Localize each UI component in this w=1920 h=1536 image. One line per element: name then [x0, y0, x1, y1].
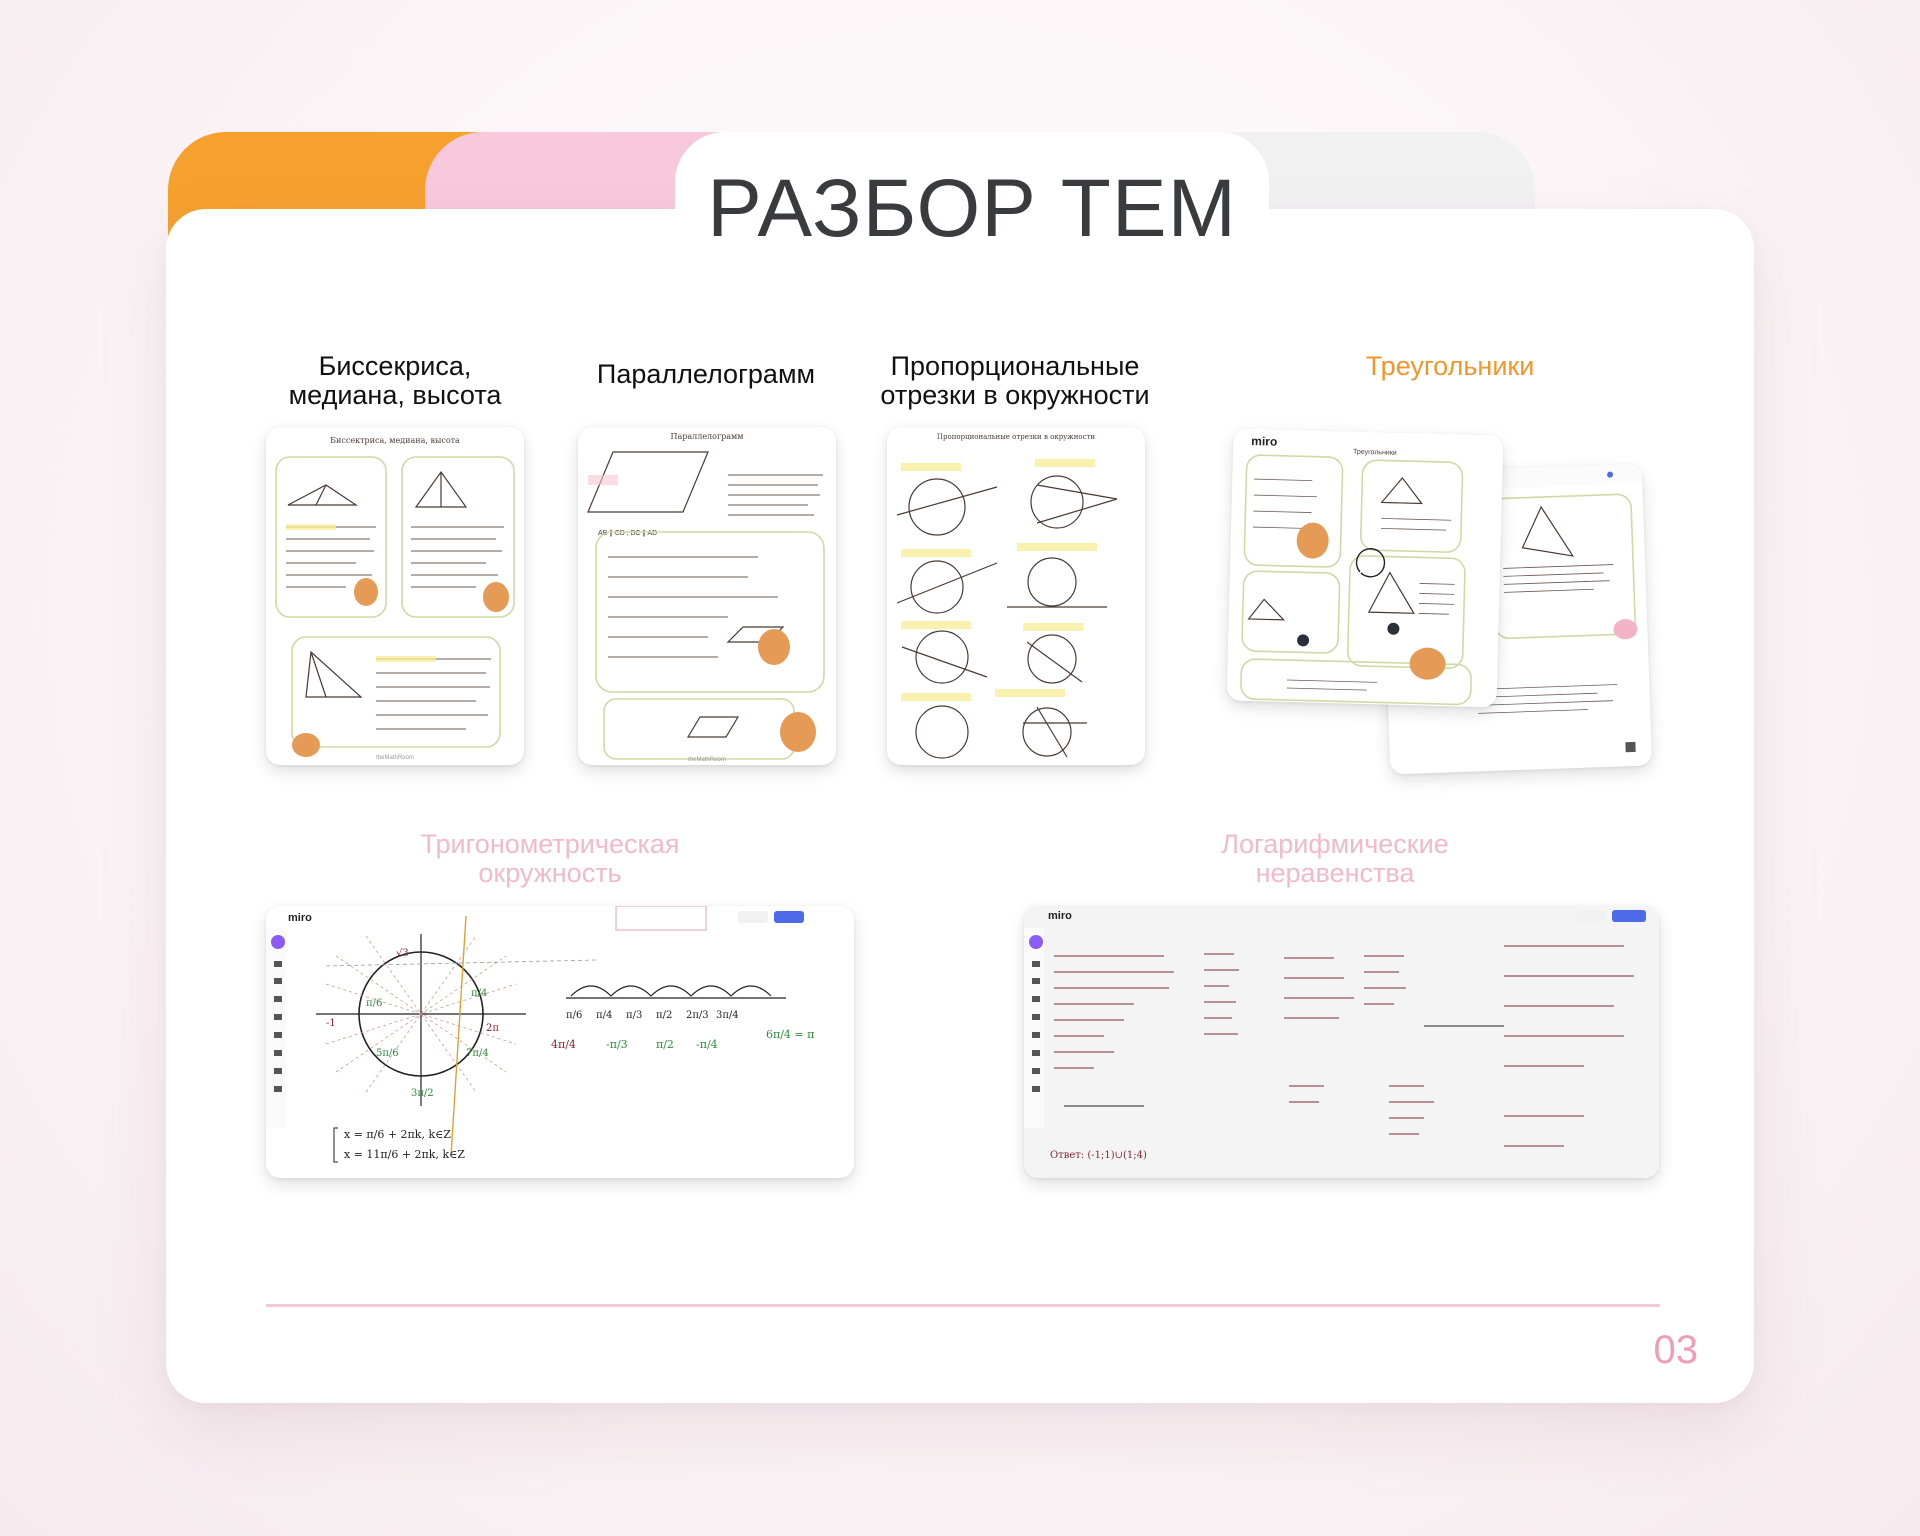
svg-text:4π/4: 4π/4	[551, 1038, 576, 1051]
svg-text:-1: -1	[326, 1018, 336, 1029]
thumb-heading: Пропорциональные отрезки в окружности	[937, 433, 1096, 441]
miro-logo: miro	[1251, 434, 1277, 449]
svg-text:AB ∥ CD ; BC ∥ AD: AB ∥ CD ; BC ∥ AD	[598, 529, 657, 537]
svg-text:3π/4: 3π/4	[716, 1010, 739, 1021]
svg-text:π/2: π/2	[656, 1038, 674, 1051]
svg-text:3π/2: 3π/2	[411, 1088, 434, 1099]
svg-text:π/6: π/6	[566, 1010, 582, 1021]
svg-text:5π/6: 5π/6	[376, 1048, 399, 1059]
thumbnail-log-inequalities[interactable]: miro	[1024, 906, 1659, 1178]
svg-text:2π/3: 2π/3	[686, 1010, 709, 1021]
trig-formula-2: x = 11π/6 + 2πk, k∈Z	[344, 1148, 465, 1161]
trig-formula-1: x = π/6 + 2πk, k∈Z	[344, 1128, 451, 1141]
svg-text:-π/4: -π/4	[696, 1038, 718, 1051]
thumb-heading: Треугольники	[1353, 449, 1397, 457]
svg-text:√3: √3	[396, 948, 409, 959]
svg-text:6π/4 = π: 6π/4 = π	[766, 1028, 814, 1041]
thumbnail-triangles-front[interactable]: miro Треугольники	[1226, 428, 1504, 708]
svg-text:π/3: π/3	[626, 1010, 642, 1021]
page-number: 03	[1653, 1328, 1699, 1372]
svg-text:π/2: π/2	[656, 1010, 672, 1021]
svg-text:π/4: π/4	[471, 988, 487, 999]
title-tab	[675, 132, 1269, 302]
thumbnail-bisector-median-height[interactable]: Биссектриса, медиана, высота theMathRoom	[266, 427, 524, 765]
miro-board: miro π/6 π/4 5π/6 7π/4 3π/2 √3 2π -1	[266, 906, 854, 1178]
notes-illustration: Биссектриса, медиана, высота theMathRoom	[275, 436, 515, 761]
content-card	[166, 209, 1754, 1403]
footer-divider	[266, 1304, 1660, 1307]
page-title: РАЗБОР ТЕМ	[707, 163, 1237, 254]
svg-text:π/4: π/4	[596, 1010, 612, 1021]
thumb-footer: theMathRoom	[376, 755, 414, 761]
miro-board: miro	[1024, 906, 1659, 1178]
thumbnail-parallelogram[interactable]: Параллелограмм AB ∥ CD ; BC ∥ AD theMath…	[578, 427, 836, 765]
thumb-heading: Параллелограмм	[671, 432, 744, 441]
log-answer: Ответ: (-1;1)∪(1;4)	[1050, 1150, 1147, 1161]
topic-label-triangles: Треугольники	[1365, 351, 1535, 381]
thumb-heading: Биссектриса, медиана, высота	[330, 436, 460, 445]
thumb-footer: theMathRoom	[688, 757, 726, 763]
topic-label-bisector: Биссекриса, медиана, высота	[288, 351, 502, 410]
topic-label-log-inequalities: Логарифмические неравенства	[1221, 829, 1449, 888]
topic-label-parallelogram: Параллелограмм	[596, 359, 816, 389]
topic-label-trig-circle: Тригонометрическая окружность	[420, 829, 680, 888]
miro-logo: miro	[288, 912, 312, 924]
thumbnail-proportional-segments[interactable]: Пропорциональные отрезки в окружности	[887, 427, 1145, 765]
topic-label-proportional-segments: Пропорциональные отрезки в окружности	[880, 351, 1150, 410]
miro-logo: miro	[1048, 910, 1072, 922]
miro-board: miro Треугольники	[1240, 434, 1472, 706]
svg-text:π/6: π/6	[366, 998, 382, 1009]
svg-text:-π/3: -π/3	[606, 1038, 628, 1051]
notes-illustration: Параллелограмм AB ∥ CD ; BC ∥ AD theMath…	[587, 432, 825, 763]
svg-text:7π/4: 7π/4	[466, 1048, 489, 1059]
svg-text:2π: 2π	[486, 1023, 499, 1034]
notes-illustration: Пропорциональные отрезки в окружности	[896, 433, 1118, 759]
thumbnail-trig-circle[interactable]: miro π/6 π/4 5π/6 7π/4 3π/2 √3 2π -1	[266, 906, 854, 1178]
